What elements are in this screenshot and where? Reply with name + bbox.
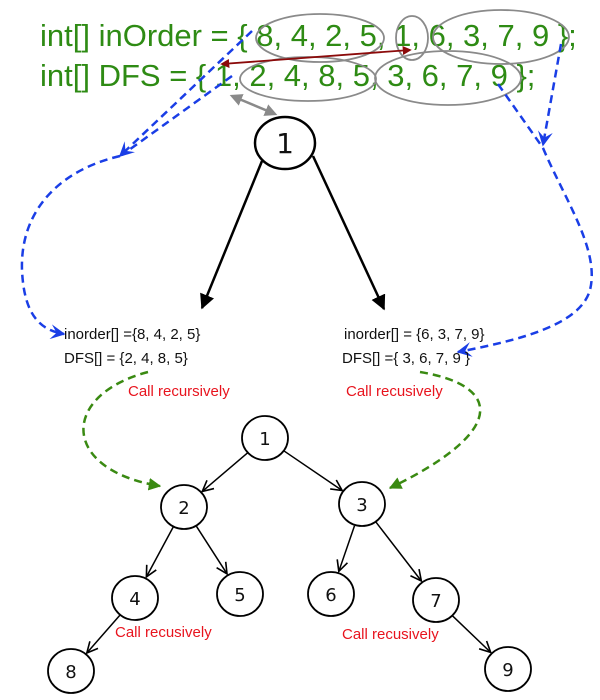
tree-node-label: 5 <box>234 585 245 606</box>
tree-call-label-left: Call recusively <box>115 624 212 641</box>
ellipse-inorder-root <box>395 15 429 61</box>
tree-node-7: 7 <box>412 577 460 623</box>
blue-dash-arrow-4 <box>496 83 545 149</box>
tree-node-9: 9 <box>484 646 532 692</box>
tree-edge-4-8 <box>87 614 121 653</box>
tree-node-label: 4 <box>129 589 140 610</box>
tree-node-circle <box>484 646 532 692</box>
ellipse-inorder-right <box>432 9 570 65</box>
tree-node-label: 2 <box>178 498 189 519</box>
tree-edge-1-3 <box>283 450 342 491</box>
left-dfs-text: DFS[] = {2, 4, 8, 5} <box>64 350 188 367</box>
green-dash-curve-left <box>82 370 162 491</box>
green-dash-curve-right <box>388 370 482 490</box>
root-node-label: 1 <box>276 127 294 160</box>
tree-node-label: 8 <box>65 662 76 683</box>
ellipse-dfs-right <box>374 50 522 106</box>
root-right-arrow <box>311 155 386 311</box>
tree-node-1: 1 <box>241 415 289 461</box>
right-dfs-text: DFS[] ={ 3, 6, 7, 9 } <box>342 350 470 367</box>
root-link-arrow <box>229 94 278 116</box>
tree-node-circle <box>412 577 460 623</box>
tree-edge-3-6 <box>339 525 356 572</box>
root-left-arrow <box>200 160 264 310</box>
left-call-label: Call recursively <box>128 383 230 400</box>
dfs-code-line: int[] DFS = { 1, 2, 4, 8, 5, 3, 6, 7, 9 … <box>40 58 535 93</box>
tree-edge-3-7 <box>375 521 421 581</box>
tree-node-label: 6 <box>325 585 336 606</box>
tree-node-circle <box>307 571 355 617</box>
tree-call-label-right: Call recusively <box>342 626 439 643</box>
tree-node-2: 2 <box>160 484 208 530</box>
tree-node-3: 3 <box>338 481 386 527</box>
tree-edge-7-9 <box>452 615 491 652</box>
blue-dash-curve-left <box>20 154 121 340</box>
blue-dash-arrow-2 <box>121 74 233 157</box>
tree-node-5: 5 <box>216 571 264 617</box>
inorder-code-line: int[] inOrder = { 8, 4, 2, 5, 1, 6, 3, 7… <box>40 18 577 53</box>
blue-dash-curve-right <box>456 147 593 357</box>
right-call-label: Call recusively <box>346 383 443 400</box>
tree-node-label: 7 <box>430 591 441 612</box>
right-inorder-text: inorder[] = {6, 3, 7, 9} <box>344 326 485 343</box>
blue-dash-arrow-3 <box>537 43 563 147</box>
tree-node-label: 3 <box>356 495 367 516</box>
tree-node-label: 9 <box>502 660 513 681</box>
tree-node-circle <box>216 571 264 617</box>
tree-edge-1-2 <box>202 452 248 492</box>
tree-node-circle <box>160 484 208 530</box>
tree-node-circle <box>47 648 95 694</box>
tree-node-4: 4 <box>111 575 159 621</box>
tree-node-label: 1 <box>259 429 270 450</box>
tree-node-circle <box>241 415 289 461</box>
blue-dash-arrow-1 <box>118 30 253 158</box>
root-node <box>253 115 317 171</box>
tree-edges <box>87 450 491 653</box>
tree-node-circle <box>111 575 159 621</box>
tree-node-6: 6 <box>307 571 355 617</box>
tree-nodes: 1 2 3 4 5 6 7 8 9 <box>47 415 532 694</box>
tree-node-8: 8 <box>47 648 95 694</box>
tree-edge-2-4 <box>146 526 174 577</box>
tree-node-circle <box>338 481 386 527</box>
left-inorder-text: inorder[] ={8, 4, 2, 5} <box>64 326 200 343</box>
tree-edge-2-5 <box>195 525 227 573</box>
root-match-arrow <box>220 46 412 68</box>
